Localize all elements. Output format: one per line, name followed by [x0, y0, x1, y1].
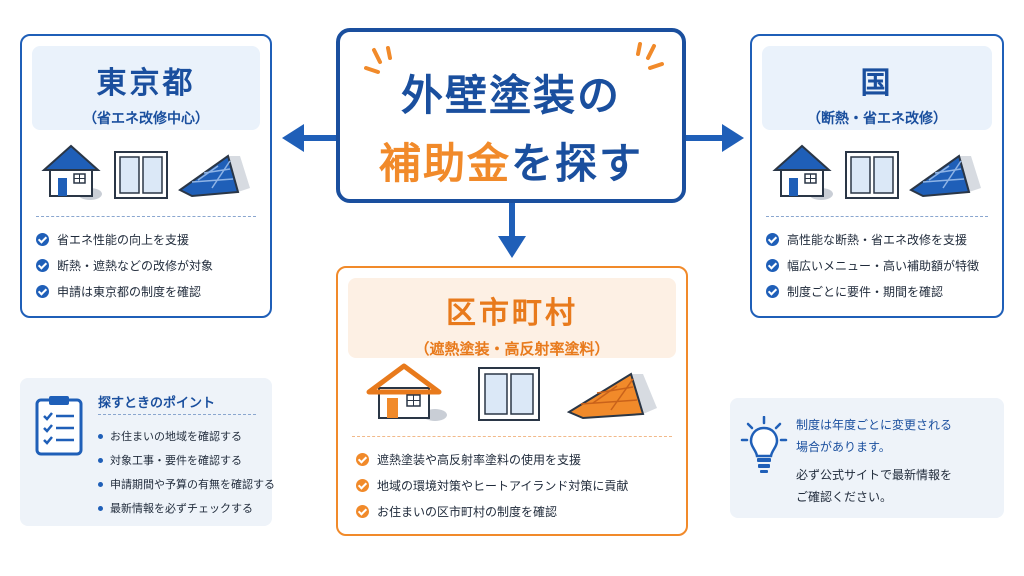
roof-icon: [177, 154, 250, 198]
tips-title: 探すときのポイント: [98, 396, 216, 411]
check-icon: [766, 232, 779, 246]
list-item: お住まいの区市町村の制度を確認: [356, 498, 676, 524]
check-icon: [36, 284, 49, 298]
national-subtitle: （断熱・省エネ改修）: [807, 111, 947, 127]
arrow-left-icon: [282, 124, 304, 152]
check-icon: [356, 504, 369, 518]
roof-icon: [909, 154, 982, 198]
check-icon: [766, 258, 779, 272]
national-divider: [766, 216, 988, 217]
bullet-icon: [98, 505, 103, 511]
city-subtitle: （遮熱塗装・高反射率塗料）: [414, 340, 610, 358]
tokyo-card-header: 東京都 （省エネ改修中心）: [32, 46, 260, 130]
bullet-icon: [98, 481, 103, 487]
list-item: 断熱・遮熱などの改修が対象: [36, 252, 260, 278]
bullet-icon: [98, 457, 103, 463]
national-title: 国: [860, 66, 894, 101]
tokyo-card: 東京都 （省エネ改修中心） 省エネ性能の向上を支援 断熱・遮熱: [20, 34, 272, 318]
list-item: 申請は東京都の制度を確認: [36, 278, 260, 304]
clipboard-icon: [35, 396, 83, 456]
note-line2: 場合があります。: [796, 440, 891, 454]
list-item: 省エネ性能の向上を支援: [36, 226, 260, 252]
tokyo-divider: [36, 216, 256, 217]
city-icons: [338, 358, 686, 422]
tokyo-icons: [22, 136, 270, 200]
list-item: 遮熱塗装や高反射率塗料の使用を支援: [356, 446, 676, 472]
city-title: 区市町村: [446, 296, 578, 331]
list-item: 最新情報を必ずチェックする: [98, 496, 275, 520]
bullet-icon: [98, 433, 103, 439]
roof-icon: [567, 372, 657, 420]
national-icons: [752, 136, 1002, 200]
city-divider: [352, 436, 672, 437]
list-item: 対象工事・要件を確認する: [98, 448, 275, 472]
city-card: 区市町村 （遮熱塗装・高反射率塗料） 遮熱塗装や高反射率塗料の使用を支: [336, 266, 688, 536]
list-item: 制度ごとに要件・期間を確認: [766, 278, 992, 304]
check-icon: [36, 232, 49, 246]
window-icon: [844, 151, 899, 199]
list-item: 高性能な断熱・省エネ改修を支援: [766, 226, 992, 252]
national-card-header: 国 （断熱・省エネ改修）: [762, 46, 992, 130]
list-item: 申請期間や予算の有無を確認する: [98, 472, 275, 496]
list-item: 地域の環境対策やヒートアイランド対策に貢献: [356, 472, 676, 498]
center-title-rest: を探す: [511, 139, 644, 188]
tokyo-subtitle: （省エネ改修中心）: [83, 111, 209, 127]
tokyo-list: 省エネ性能の向上を支援 断熱・遮熱などの改修が対象 申請は東京都の制度を確認: [36, 226, 260, 304]
center-title-box: 外壁塗装の 補助金を探す: [336, 28, 686, 203]
tips-divider: [98, 414, 256, 415]
center-title-highlight: 補助金: [378, 139, 511, 188]
tips-panel: 探すときのポイント お住まいの地域を確認する 対象工事・要件を確認する 申請期間…: [20, 378, 275, 526]
arrow-left-line: [300, 135, 336, 141]
note-text: 制度は年度ごとに変更される 場合があります。 必ず公式サイトで最新情報を ご確認…: [796, 414, 952, 508]
city-card-header: 区市町村 （遮熱塗装・高反射率塗料）: [348, 278, 676, 358]
arrow-down-icon: [498, 236, 526, 258]
arrow-right-line: [686, 135, 726, 141]
house-icon: [366, 363, 447, 421]
list-item: 幅広いメニュー・高い補助額が特徴: [766, 252, 992, 278]
national-list: 高性能な断熱・省エネ改修を支援 幅広いメニュー・高い補助額が特徴 制度ごとに要件…: [766, 226, 992, 304]
note-line1: 制度は年度ごとに変更される: [796, 418, 953, 432]
note-line3: 必ず公式サイトで最新情報を: [796, 468, 953, 482]
lightbulb-icon: [740, 416, 788, 473]
check-icon: [766, 284, 779, 298]
window-icon: [478, 367, 540, 421]
center-title-line2: 補助金を探す: [340, 130, 682, 191]
list-item: お住まいの地域を確認する: [98, 424, 275, 448]
window-icon: [113, 151, 168, 199]
national-card: 国 （断熱・省エネ改修） 高性能な断熱・省エネ改修を支援 幅広: [750, 34, 1004, 318]
emphasis-rays-left-icon: [364, 46, 392, 74]
note-line4: ご確認ください。: [796, 490, 893, 504]
check-icon: [356, 452, 369, 466]
house-icon: [772, 144, 833, 200]
arrow-down-line: [509, 203, 515, 239]
city-list: 遮熱塗装や高反射率塗料の使用を支援 地域の環境対策やヒートアイランド対策に貢献 …: [356, 446, 676, 524]
tips-list: お住まいの地域を確認する 対象工事・要件を確認する 申請期間や予算の有無を確認す…: [98, 424, 275, 520]
center-title-line1: 外壁塗装の: [400, 71, 621, 120]
house-icon: [41, 144, 103, 200]
check-icon: [356, 478, 369, 492]
check-icon: [36, 258, 49, 272]
note-panel: 制度は年度ごとに変更される 場合があります。 必ず公式サイトで最新情報を ご確認…: [730, 398, 1004, 518]
emphasis-rays-right-icon: [636, 42, 664, 70]
arrow-right-icon: [722, 124, 744, 152]
tokyo-title: 東京都: [96, 66, 196, 101]
